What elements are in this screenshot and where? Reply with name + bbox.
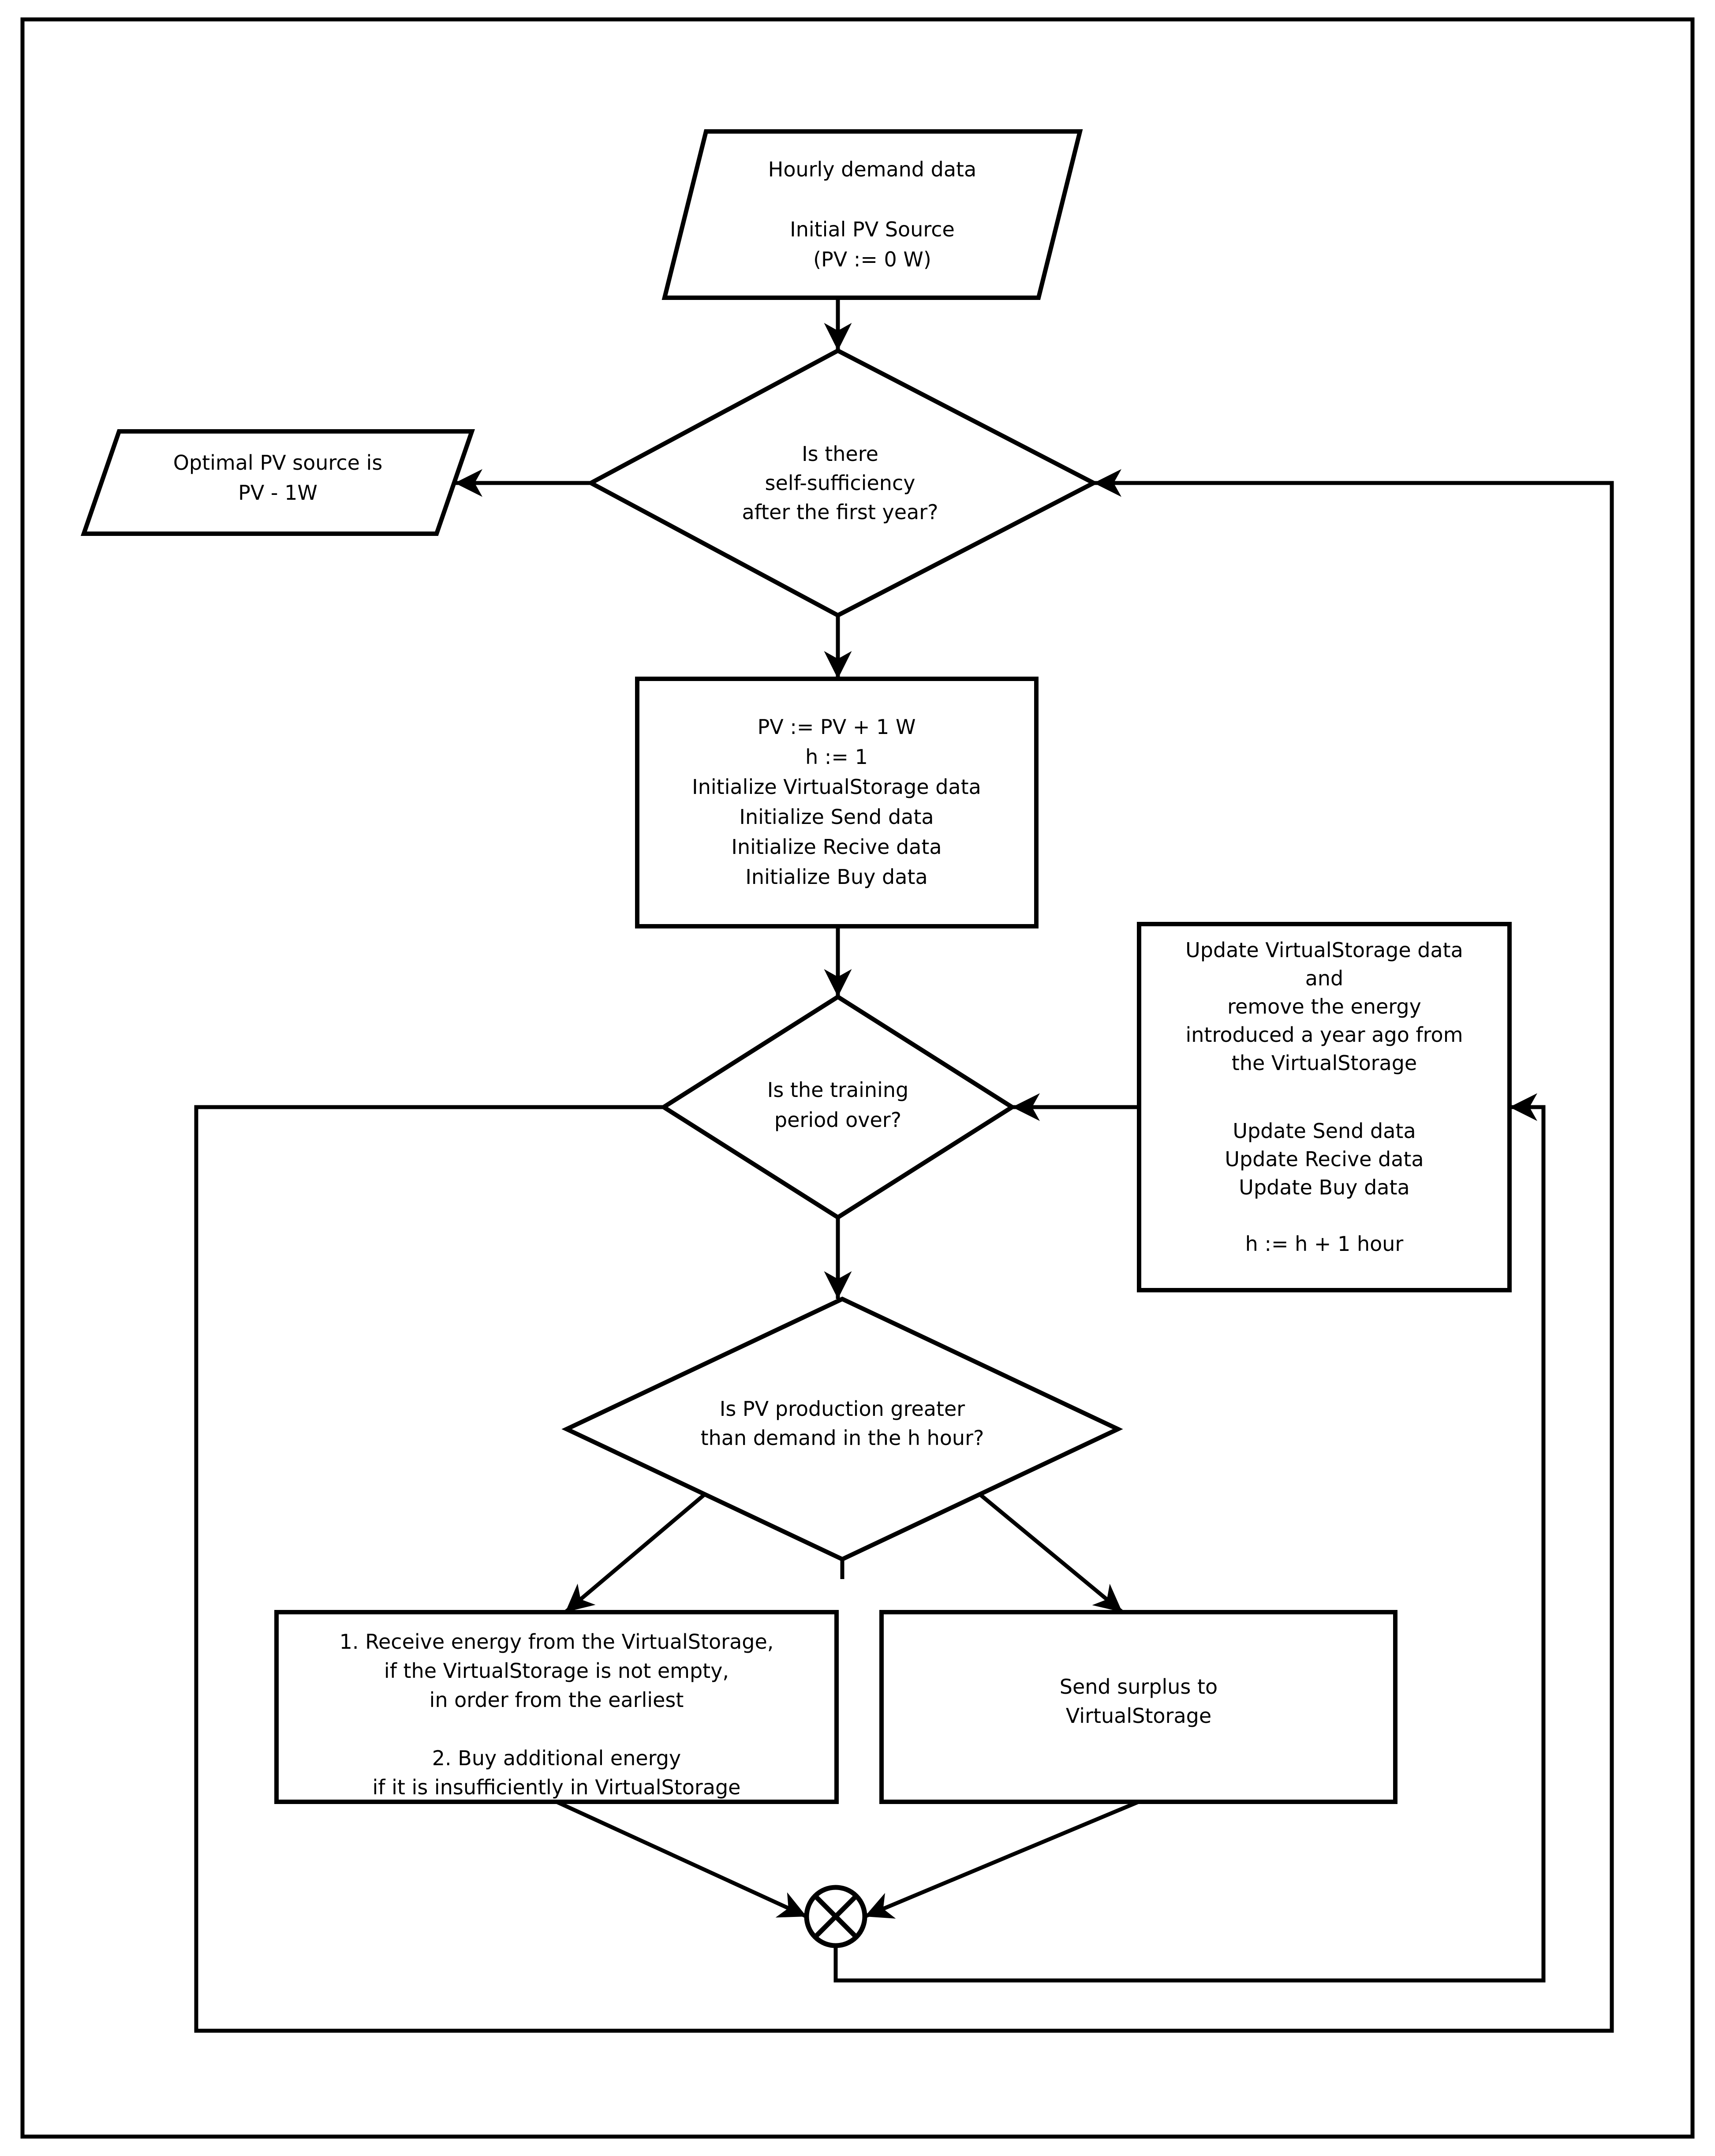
update-process-rect: Update VirtualStorage data and remove th… bbox=[1137, 922, 1512, 1292]
receive-buy-process-label: in order from the earliest bbox=[430, 1688, 684, 1712]
update-process-label: Update Buy data bbox=[1239, 1175, 1409, 1199]
connector-receive-to-merge bbox=[556, 1800, 807, 1919]
start-parallelogram: Hourly demand data Initial PV Source (PV… bbox=[661, 129, 1083, 300]
connector-production-to-receive bbox=[564, 1493, 706, 1614]
init-process-label: h := 1 bbox=[805, 745, 868, 769]
start-label: Hourly demand data bbox=[768, 157, 977, 181]
merge-junction-circle bbox=[804, 1885, 867, 1948]
update-process-label: remove the energy bbox=[1227, 995, 1421, 1018]
production-decision-label: than demand in the h hour? bbox=[701, 1426, 984, 1450]
update-process-label: h := h + 1 hour bbox=[1245, 1232, 1404, 1256]
send-surplus-process-label: VirtualStorage bbox=[1066, 1704, 1211, 1728]
receive-buy-process-label: if the VirtualStorage is not empty, bbox=[384, 1659, 729, 1683]
self-sufficiency-label: self-sufficiency bbox=[765, 471, 915, 495]
init-process-rect: PV := PV + 1 W h := 1 Initialize Virtual… bbox=[635, 677, 1039, 928]
receive-buy-process-label: 1. Receive energy from the VirtualStorag… bbox=[340, 1630, 774, 1654]
update-process-label: and bbox=[1305, 966, 1344, 990]
self-sufficiency-decision-diamond: Is there self-sufficiency after the firs… bbox=[586, 348, 1098, 618]
self-sufficiency-label: after the first year? bbox=[742, 500, 938, 524]
connector-send-to-merge bbox=[864, 1800, 1140, 1919]
receive-buy-process-label: if it is insufficiently in VirtualStorag… bbox=[373, 1775, 741, 1799]
update-process-label: Update Recive data bbox=[1225, 1147, 1424, 1171]
receive-buy-process-rect: 1. Receive energy from the VirtualStorag… bbox=[274, 1610, 839, 1804]
update-process-label: Update Send data bbox=[1233, 1119, 1416, 1143]
training-decision-diamond: Is the training period over? bbox=[659, 994, 1016, 1220]
merge-junction-x-icon bbox=[813, 1894, 858, 1939]
connector-merge-to-update-loop bbox=[833, 1093, 1546, 1983]
init-process-shape bbox=[635, 677, 1039, 928]
update-process-shape bbox=[1137, 922, 1512, 1292]
production-decision-diamond: Is PV production greater than demand in … bbox=[561, 1296, 1123, 1562]
optimal-pv-output-shape bbox=[80, 429, 475, 536]
init-process-label: Initialize Buy data bbox=[745, 865, 927, 889]
optimal-pv-output-parallelogram: Optimal PV source is PV - 1W bbox=[80, 429, 475, 536]
start-parallelogram-shape bbox=[661, 129, 1083, 300]
connector-training-to-selfsufficiency-loop bbox=[194, 469, 1614, 2033]
start-label: (PV := 0 W) bbox=[813, 247, 931, 271]
optimal-pv-output-label: PV - 1W bbox=[238, 481, 318, 505]
production-decision-label: Is PV production greater bbox=[720, 1397, 965, 1421]
start-label: Initial PV Source bbox=[790, 217, 955, 241]
update-process-label: the VirtualStorage bbox=[1232, 1051, 1417, 1075]
update-process-label: Update VirtualStorage data bbox=[1185, 938, 1463, 962]
init-process-label: Initialize VirtualStorage data bbox=[692, 775, 981, 799]
receive-buy-process-label: 2. Buy additional energy bbox=[432, 1746, 681, 1770]
optimal-pv-output-label: Optimal PV source is bbox=[173, 451, 383, 475]
init-process-label: Initialize Send data bbox=[739, 805, 934, 829]
init-process-label: PV := PV + 1 W bbox=[758, 715, 916, 739]
send-surplus-process-label: Send surplus to bbox=[1060, 1675, 1218, 1699]
training-decision-label: Is the training bbox=[767, 1078, 908, 1102]
connectors bbox=[194, 298, 1614, 2033]
self-sufficiency-label: Is there bbox=[802, 442, 878, 466]
training-decision-shape bbox=[659, 994, 1016, 1220]
self-sufficiency-diamond-shape bbox=[586, 348, 1098, 618]
receive-buy-process-shape bbox=[274, 1610, 839, 1804]
training-decision-label: period over? bbox=[774, 1108, 901, 1132]
connector-production-to-send bbox=[979, 1493, 1124, 1614]
init-process-label: Initialize Recive data bbox=[731, 835, 942, 859]
send-surplus-process-rect: Send surplus to VirtualStorage bbox=[879, 1610, 1397, 1804]
update-process-label: introduced a year ago from bbox=[1185, 1023, 1463, 1047]
production-decision-shape bbox=[561, 1296, 1123, 1562]
send-surplus-process-shape bbox=[879, 1610, 1397, 1804]
